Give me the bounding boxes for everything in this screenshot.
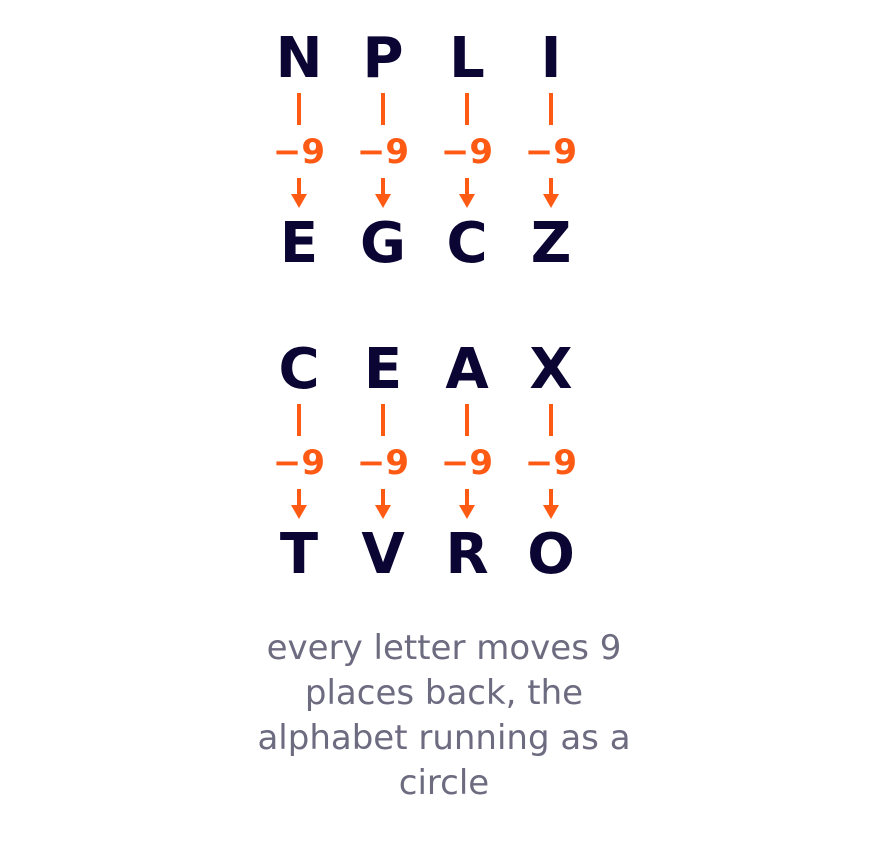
connector-line <box>381 178 385 194</box>
down-arrow-icon <box>291 505 307 519</box>
connector-line <box>381 404 385 436</box>
cipher-letter: G <box>360 211 406 276</box>
cipher-letter: O <box>527 522 575 587</box>
down-arrow-icon <box>459 194 475 208</box>
shift-label: −9 <box>272 132 326 172</box>
connector-line <box>549 178 553 194</box>
shift-label: −9 <box>356 443 410 483</box>
connector-line <box>465 489 469 505</box>
cipher-letter: V <box>361 522 405 587</box>
connector-line <box>381 93 385 125</box>
connector-line <box>297 93 301 125</box>
connector-line <box>297 178 301 194</box>
connector-line <box>381 489 385 505</box>
cipher-letter: T <box>279 522 319 587</box>
connector-line <box>297 489 301 505</box>
shift-label: −9 <box>524 132 578 172</box>
connector-line <box>465 404 469 436</box>
down-arrow-icon <box>375 194 391 208</box>
cipher-letter: R <box>445 522 489 587</box>
down-arrow-icon <box>375 505 391 519</box>
caption-text: every letter moves 9 places back, the al… <box>257 628 631 803</box>
cipher-letter: C <box>446 211 488 276</box>
connector-line <box>549 93 553 125</box>
cipher-letter: Z <box>530 211 572 276</box>
plain-letter: P <box>362 26 404 91</box>
plain-letter: E <box>363 337 403 402</box>
plain-letter: C <box>278 337 320 402</box>
shift-label: −9 <box>440 443 494 483</box>
shift-label: −9 <box>440 132 494 172</box>
down-arrow-icon <box>291 194 307 208</box>
plain-letter: L <box>449 26 485 91</box>
cipher-letter: E <box>279 211 319 276</box>
down-arrow-icon <box>543 505 559 519</box>
shift-label: −9 <box>524 443 578 483</box>
shift-label: −9 <box>272 443 326 483</box>
shift-label: −9 <box>356 132 410 172</box>
connector-line <box>465 93 469 125</box>
down-arrow-icon <box>543 194 559 208</box>
connector-line <box>465 178 469 194</box>
plain-letter: A <box>445 337 489 402</box>
connector-line <box>549 404 553 436</box>
down-arrow-icon <box>459 505 475 519</box>
plain-letter: X <box>529 337 573 402</box>
connector-line <box>549 489 553 505</box>
connector-line <box>297 404 301 436</box>
plain-letter: N <box>275 26 323 91</box>
plain-letter: I <box>540 26 562 91</box>
